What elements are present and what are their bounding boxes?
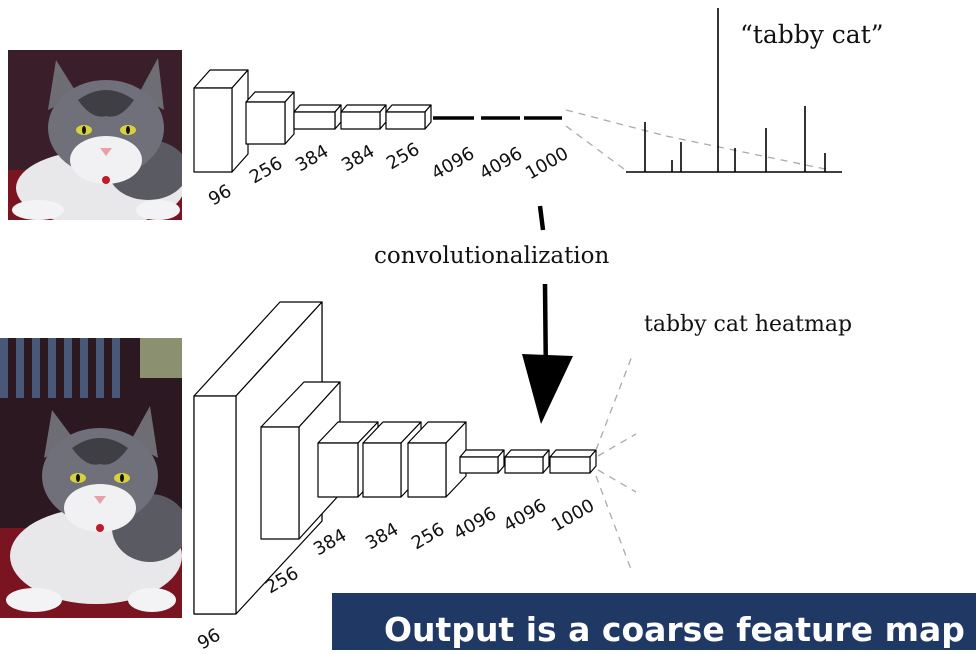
top-layer-384-a	[293, 104, 342, 130]
caption-banner: Output is a coarse feature map	[332, 593, 976, 650]
top-layer-256-b	[385, 104, 432, 130]
tabby-cat-label: “tabby cat”	[740, 20, 884, 49]
top-output-connectors	[565, 109, 831, 173]
cat-photo-bottom	[0, 338, 182, 618]
top-layer-256	[245, 91, 295, 145]
class-score-histogram	[626, 8, 842, 173]
caption-text: Output is a coarse feature map	[384, 610, 965, 649]
convolutionalization-label: convolutionalization	[374, 243, 610, 269]
convolutionalization-arrow	[522, 205, 573, 424]
top-layer-96	[193, 69, 249, 173]
bottom-layer-4096-a	[459, 449, 505, 474]
bottom-layer-1000	[549, 449, 597, 474]
cat-photo-top	[8, 50, 182, 220]
heatmap-label: tabby cat heatmap	[644, 312, 853, 337]
top-layer-384-b	[340, 104, 387, 130]
heatmap-connectors	[595, 355, 637, 573]
bottom-layer-4096-b	[504, 449, 550, 474]
bottom-layer-256-b	[407, 421, 467, 498]
